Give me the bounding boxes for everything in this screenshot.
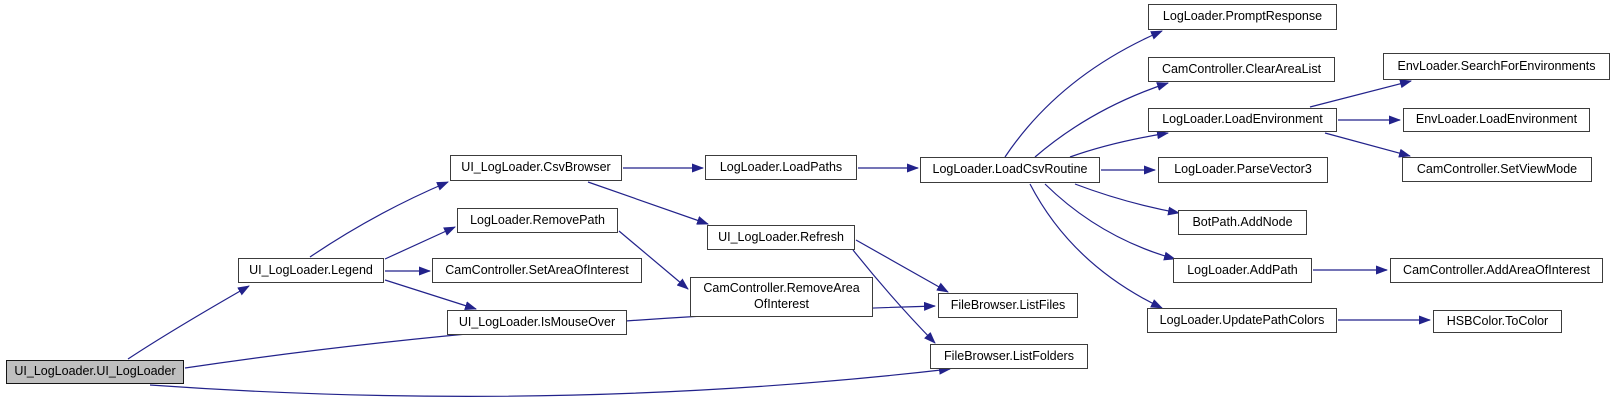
edge-ui-logloader-ui-logloader-to-ui-logloader-legend bbox=[127, 285, 250, 360]
node-logloader-removepath[interactable]: LogLoader.RemovePath bbox=[457, 208, 618, 233]
edge-logloader-loadenvironment-to-envloader-searchforenvironments bbox=[1309, 79, 1412, 108]
node-logloader-loadpaths[interactable]: LogLoader.LoadPaths bbox=[705, 155, 857, 180]
node-camcontroller-setviewmode[interactable]: CamController.SetViewMode bbox=[1402, 157, 1592, 182]
node-ui-logloader-csvbrowser[interactable]: UI_LogLoader.CsvBrowser bbox=[450, 155, 622, 181]
edge-logloader-loadcsvroutine-to-logloader-updatepathcolors bbox=[1029, 183, 1163, 309]
node-camcontroller-setareaofinterest[interactable]: CamController.SetAreaOfInterest bbox=[432, 258, 642, 283]
edge-logloader-loadcsvroutine-to-botpath-addnode bbox=[1074, 183, 1180, 216]
edge-ui-logloader-legend-to-ui-logloader-csvbrowser bbox=[309, 181, 449, 258]
edge-ui-logloader-refresh-to-filebrowser-listfolders bbox=[852, 249, 936, 344]
node-logloader-updatepathcolors[interactable]: LogLoader.UpdatePathColors bbox=[1147, 308, 1337, 333]
node-envloader-loadenvironment[interactable]: EnvLoader.LoadEnvironment bbox=[1403, 108, 1590, 132]
node-logloader-parsevector3[interactable]: LogLoader.ParseVector3 bbox=[1158, 157, 1328, 183]
node-ui-logloader-ui-logloader[interactable]: UI_LogLoader.UI_LogLoader bbox=[6, 360, 184, 384]
node-botpath-addnode[interactable]: BotPath.AddNode bbox=[1178, 210, 1307, 235]
edge-logloader-loadenvironment-to-camcontroller-setviewmode bbox=[1324, 132, 1411, 158]
node-logloader-addpath[interactable]: LogLoader.AddPath bbox=[1173, 258, 1312, 283]
node-hsbcolor-tocolor[interactable]: HSBColor.ToColor bbox=[1433, 310, 1562, 333]
edge-ui-logloader-ui-logloader-to-filebrowser-listfolders bbox=[149, 365, 951, 397]
edge-logloader-loadcsvroutine-to-logloader-addpath bbox=[1044, 183, 1176, 261]
edge-ui-logloader-legend-to-ui-logloader-ismouseover bbox=[384, 279, 477, 310]
edge-logloader-removepath-to-camcontroller-removeareaofinterest bbox=[618, 230, 689, 290]
edge-logloader-loadcsvroutine-to-logloader-loadenvironment bbox=[1069, 130, 1169, 158]
node-camcontroller-removeareaofinterest[interactable]: CamController.RemoveArea OfInterest bbox=[690, 277, 873, 317]
node-filebrowser-listfiles[interactable]: FileBrowser.ListFiles bbox=[938, 293, 1078, 318]
edge-ui-logloader-csvbrowser-to-ui-logloader-refresh bbox=[587, 181, 709, 225]
node-camcontroller-addareaofinterest[interactable]: CamController.AddAreaOfInterest bbox=[1390, 258, 1603, 283]
edge-logloader-loadcsvroutine-to-camcontroller-cleararealist bbox=[1034, 82, 1169, 158]
edge-logloader-loadcsvroutine-to-logloader-promptresponse bbox=[1004, 30, 1163, 158]
edge-ui-logloader-legend-to-logloader-removepath bbox=[384, 226, 456, 260]
node-logloader-loadenvironment[interactable]: LogLoader.LoadEnvironment bbox=[1148, 108, 1337, 132]
node-ui-logloader-legend[interactable]: UI_LogLoader.Legend bbox=[238, 258, 384, 283]
edge-ui-logloader-refresh-to-filebrowser-listfiles bbox=[855, 239, 949, 293]
node-filebrowser-listfolders[interactable]: FileBrowser.ListFolders bbox=[930, 344, 1088, 369]
node-ui-logloader-refresh[interactable]: UI_LogLoader.Refresh bbox=[707, 225, 855, 250]
node-logloader-promptresponse[interactable]: LogLoader.PromptResponse bbox=[1148, 4, 1337, 30]
node-envloader-searchforenvironments[interactable]: EnvLoader.SearchForEnvironments bbox=[1383, 53, 1610, 80]
node-logloader-loadcsvroutine[interactable]: LogLoader.LoadCsvRoutine bbox=[920, 157, 1100, 183]
node-ui-logloader-ismouseover[interactable]: UI_LogLoader.IsMouseOver bbox=[447, 310, 627, 335]
node-camcontroller-cleararealist[interactable]: CamController.ClearAreaList bbox=[1148, 57, 1335, 82]
